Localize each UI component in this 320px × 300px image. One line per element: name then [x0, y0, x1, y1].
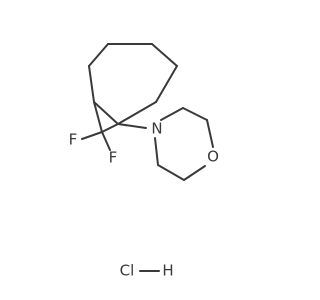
- bond: [81, 131, 103, 140]
- fluorine-label: F: [109, 149, 118, 167]
- bond: [206, 119, 214, 148]
- structure-diagram: F F N O Cl H: [69, 43, 219, 280]
- bond: [154, 137, 159, 166]
- molecule-canvas: F F N O Cl H: [69, 43, 219, 280]
- bond: [101, 123, 119, 133]
- bond: [101, 131, 111, 151]
- bond: [157, 164, 185, 181]
- oxygen-label: O: [207, 148, 219, 166]
- bond: [88, 65, 95, 103]
- bond: [151, 43, 178, 67]
- bond: [160, 107, 184, 121]
- nitrogen-label: N: [151, 120, 162, 138]
- bond: [183, 165, 206, 181]
- bond: [155, 65, 178, 103]
- bond: [117, 123, 147, 129]
- hydrogen-label: H: [162, 262, 173, 280]
- bond: [182, 107, 208, 121]
- chlorine-label: Cl: [120, 262, 135, 280]
- bond: [93, 101, 119, 125]
- bond: [117, 101, 157, 125]
- fluorine-label: F: [69, 131, 78, 149]
- bond: [88, 43, 109, 67]
- bond: [93, 101, 103, 133]
